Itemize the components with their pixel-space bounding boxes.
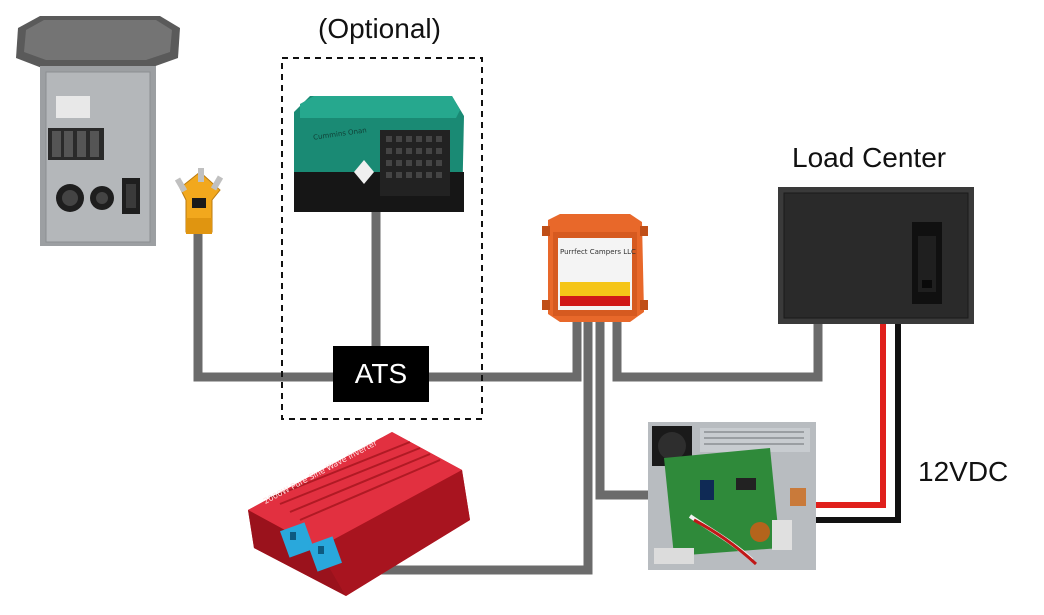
ats-label: ATS [354,358,408,389]
shore-power-cable [193,227,339,382]
optional-generator-box [281,57,483,420]
load-center-label: Load Center [792,142,947,173]
transfer-switch-brand: Purrfect Campers LLC [560,248,636,256]
ats-to-transfer-switch-cable [423,317,582,382]
ats-box: ATS [333,346,429,402]
load-center-icon [778,187,974,324]
voltage-label: 12VDC [918,456,1009,487]
transfer-switch-to-load-center-cable [612,317,823,382]
generator-icon [294,96,464,212]
transfer-switch-to-inverter-cable [313,317,593,575]
cables [193,201,823,575]
utility-pedestal-icon [16,16,180,246]
inverter-icon [248,432,470,596]
optional-label: (Optional) [318,13,441,44]
converter-charger-icon [648,422,816,570]
transfer-switch-icon [542,214,648,322]
shore-power-plug-icon [174,168,224,234]
